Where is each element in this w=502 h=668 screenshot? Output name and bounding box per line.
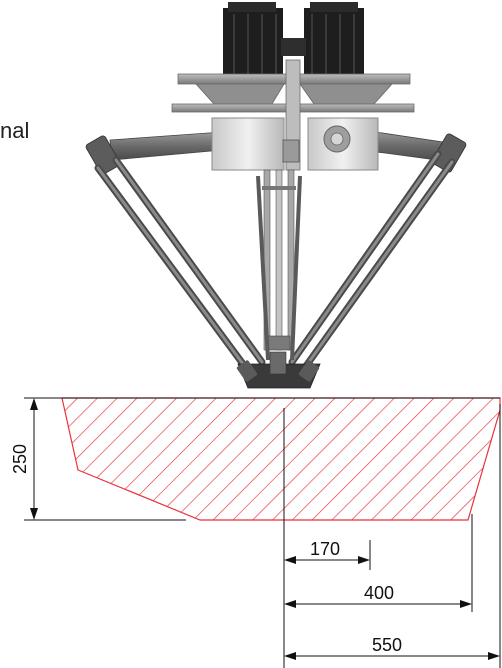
lower-arms-rear <box>256 175 302 361</box>
dimension-height: 250 <box>10 397 186 521</box>
dimension-outer-radius: 550 <box>284 404 501 668</box>
elbow-joint-left <box>85 135 121 175</box>
dimension-mid-radius: 400 <box>284 514 473 612</box>
housing-left <box>211 117 285 171</box>
motor-right <box>304 2 364 76</box>
lower-arms-left <box>94 156 266 372</box>
dimension-height-label: 250 <box>10 444 30 474</box>
telescopic-shaft <box>262 169 296 351</box>
dimension-inner-radius-label: 170 <box>310 539 340 559</box>
gearbox-left <box>195 83 285 105</box>
side-caption: nal <box>0 118 29 143</box>
dimension-mid-radius-label: 400 <box>364 583 394 603</box>
end-effector <box>236 351 321 389</box>
delta-robot <box>85 2 467 389</box>
dimension-outer-radius-label: 550 <box>372 635 402 655</box>
elbow-joint-right <box>431 133 467 173</box>
motor-left <box>223 2 283 76</box>
workspace-hatched-area <box>61 397 501 521</box>
lower-arms-right <box>288 150 456 370</box>
dimension-inner-radius: 170 <box>284 539 371 570</box>
upper-arm-left <box>109 131 223 161</box>
gearbox-right <box>299 83 393 105</box>
motor-coupling <box>281 38 306 56</box>
